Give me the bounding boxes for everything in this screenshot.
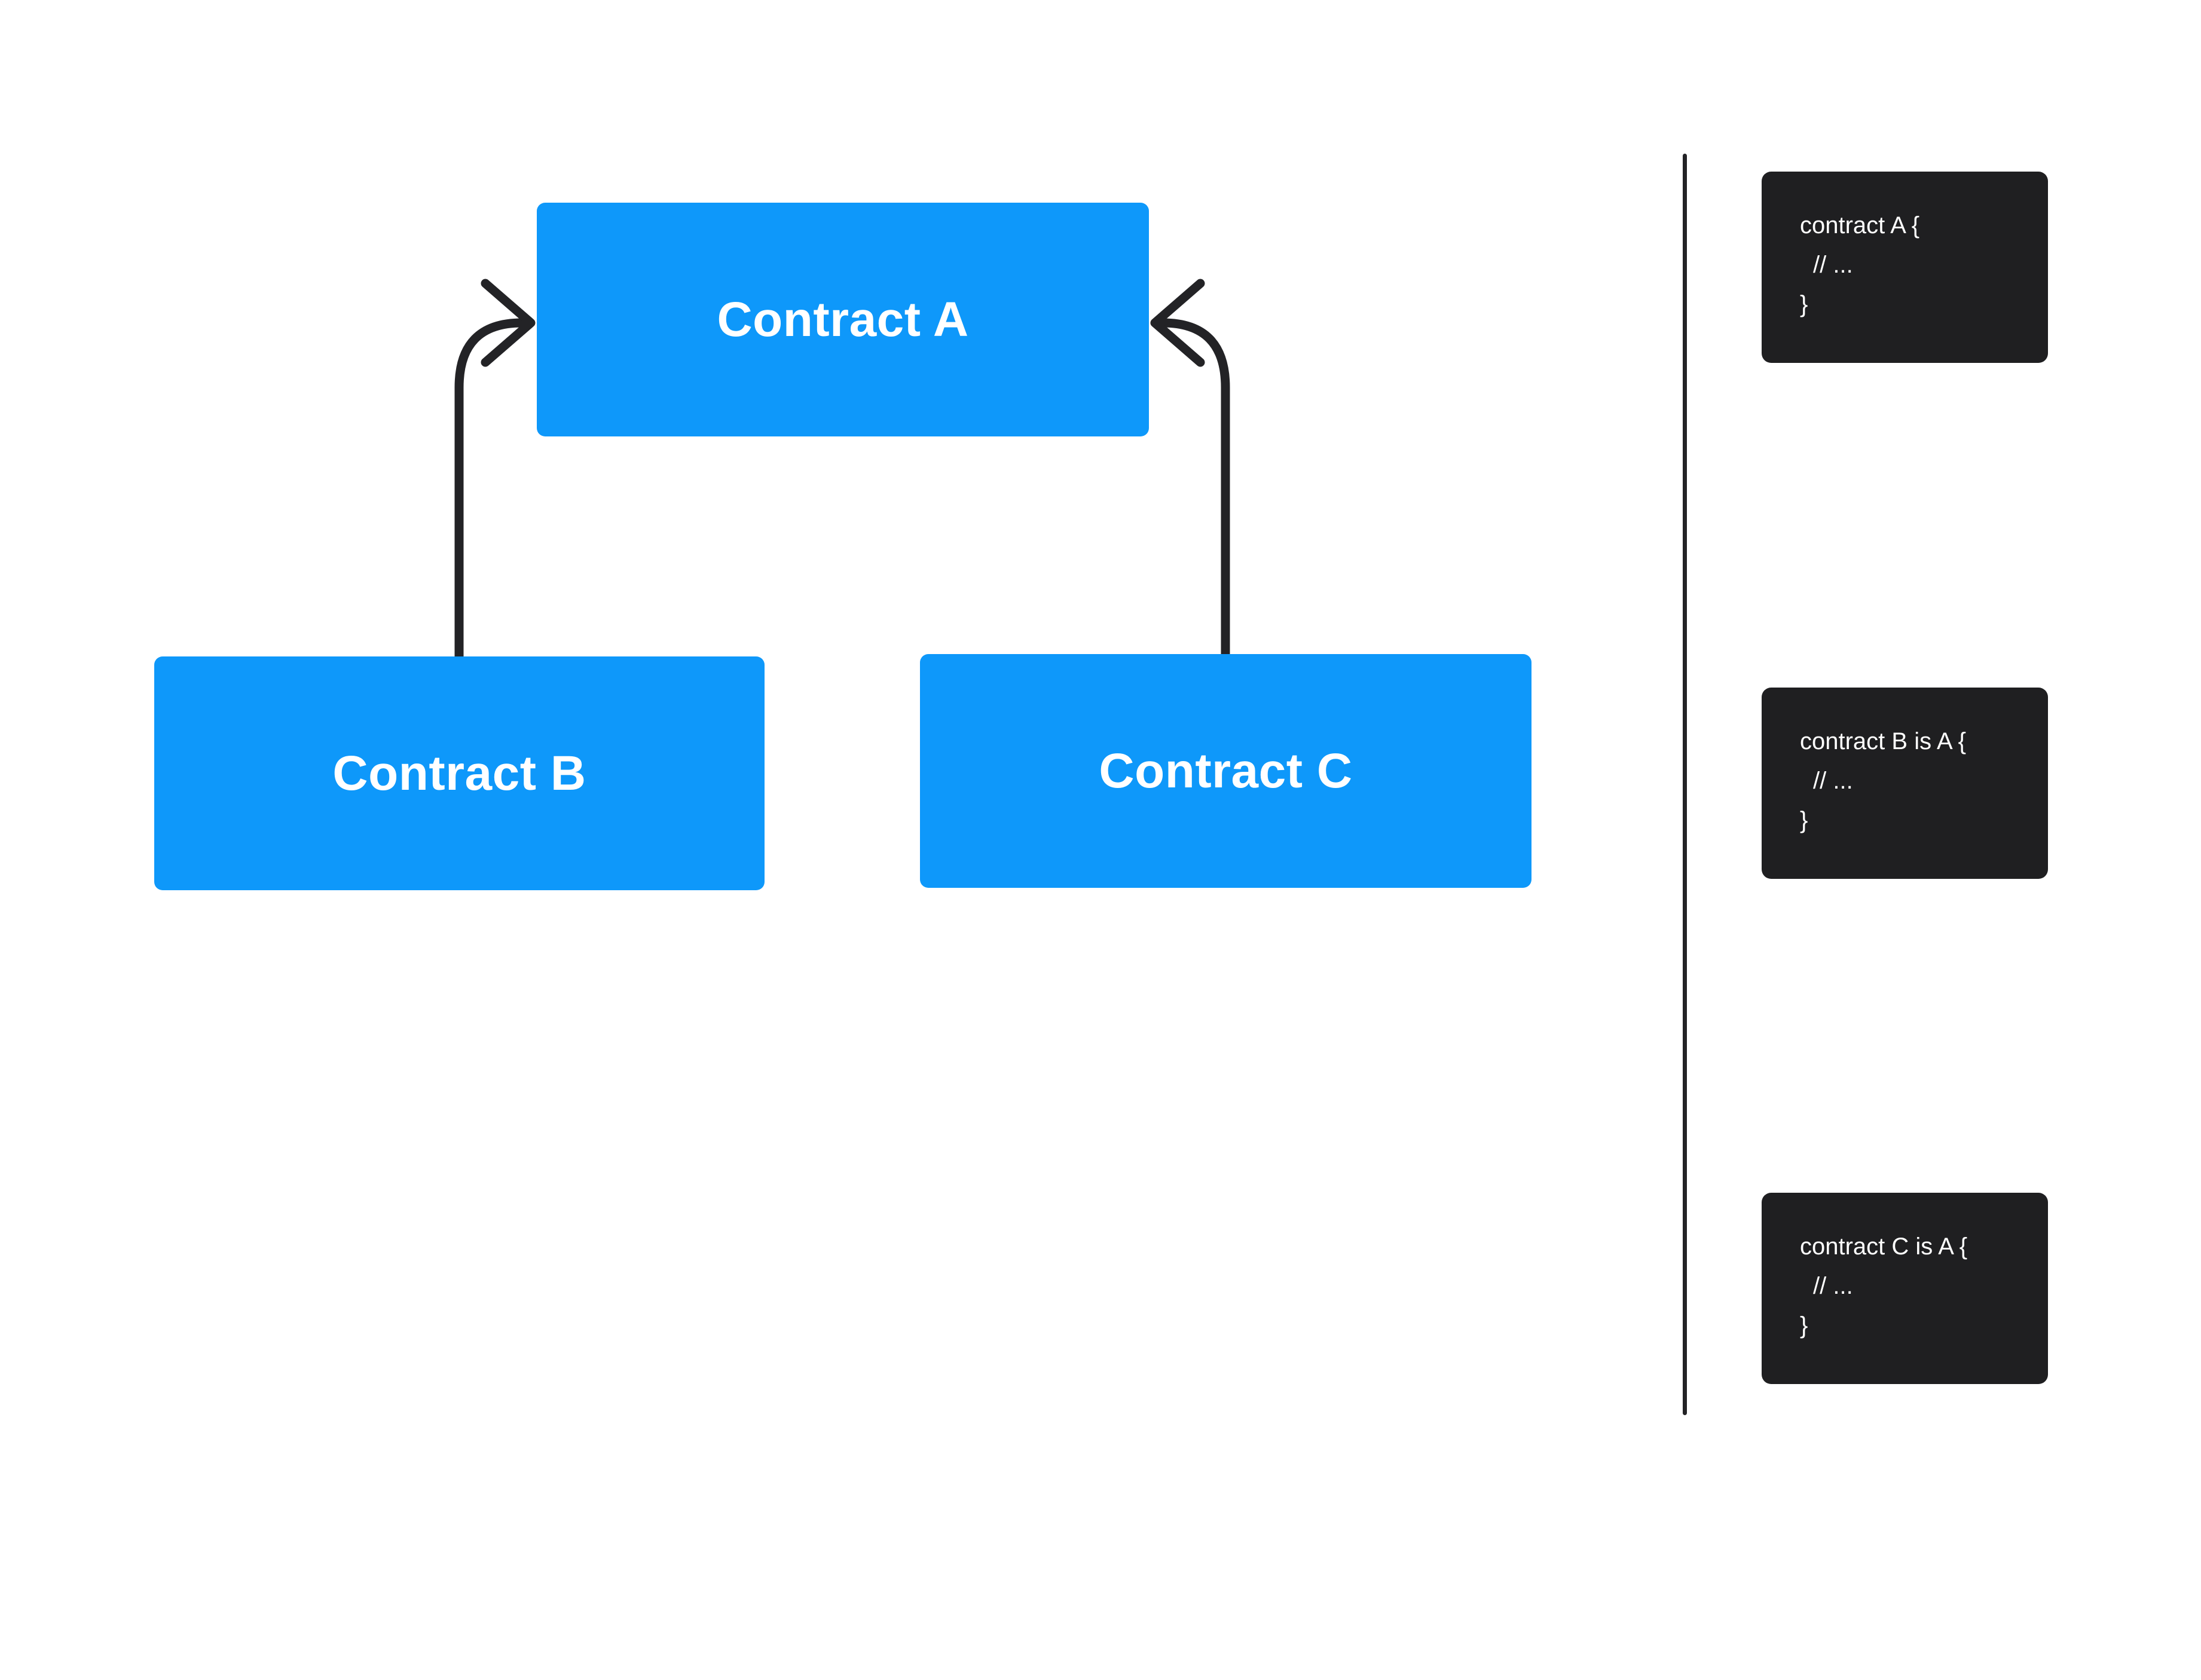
divider-line (1683, 154, 1687, 1415)
node-label: Contract B (332, 746, 586, 801)
node-contract-a: Contract A (537, 203, 1149, 436)
code-block-contract-b: contract B is A { // ... } (1762, 688, 2048, 879)
node-label: Contract C (1099, 743, 1353, 798)
code-line: } (1800, 1312, 1808, 1339)
arrow-left-icon (1150, 279, 1205, 367)
edge-contract-b-to-a (454, 318, 527, 661)
code-line: contract C is A { (1800, 1233, 1968, 1260)
node-contract-b: Contract B (154, 656, 765, 890)
code-block-contract-c: contract C is A { // ... } (1762, 1193, 2048, 1384)
code-line: } (1800, 807, 1808, 833)
code-line: // ... (1813, 768, 1853, 794)
arrow-right-icon (481, 279, 536, 367)
code-line: // ... (1813, 252, 1853, 278)
node-contract-c: Contract C (920, 654, 1531, 888)
node-label: Contract A (717, 292, 969, 347)
code-line: // ... (1813, 1273, 1853, 1299)
code-line: contract A { (1800, 212, 1920, 239)
code-line: contract B is A { (1800, 728, 1966, 755)
code-block-contract-a: contract A { // ... } (1762, 172, 2048, 363)
edge-contract-c-to-a (1158, 318, 1230, 659)
code-line: } (1800, 291, 1808, 317)
